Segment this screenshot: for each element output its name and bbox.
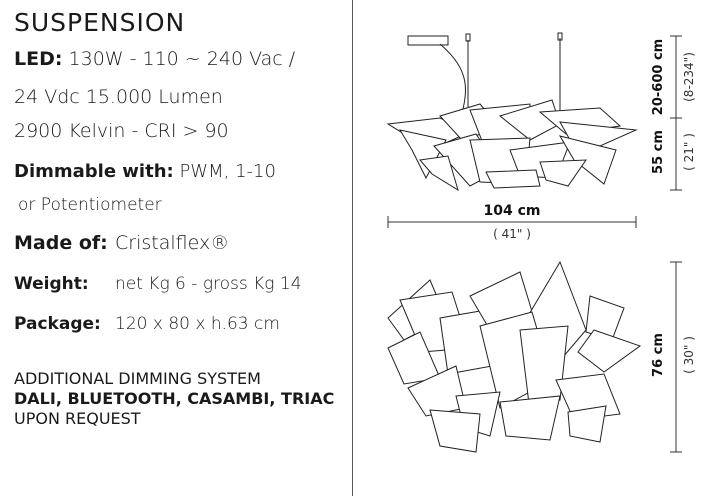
dimmable-label: Dimmable with:: [14, 161, 174, 182]
product-title: SUSPENSION: [14, 8, 186, 37]
led-spec-line1: LED: 130W - 110 ~ 240 Vac /: [14, 48, 295, 70]
top-view-fixture: [387, 260, 642, 453]
side-view-fixture: [386, 99, 638, 192]
additional-line1: ADDITIONAL DIMMING SYSTEM: [14, 369, 261, 388]
package-value: 120 x 80 x h.63 cm: [115, 314, 280, 334]
depth-in-label: ( 30" ): [682, 336, 696, 374]
led-value-line2: 24 Vdc 15.000 Lumen: [14, 86, 223, 108]
weight-row: Weight: net Kg 6 - gross Kg 14: [14, 274, 302, 294]
additional-line2: DALI, BLUETOOTH, CASAMBI, TRIAC: [14, 389, 335, 408]
column-divider: [352, 0, 353, 496]
dimmable-spec: Dimmable with: PWM, 1-10: [14, 161, 276, 182]
width-dimension-line: [387, 216, 637, 228]
height-cm-label: 55 cm: [651, 130, 666, 174]
led-value-line3: 2900 Kelvin - CRI > 90: [14, 120, 229, 142]
led-label: LED:: [14, 48, 63, 70]
weight-value: net Kg 6 - gross Kg 14: [115, 274, 302, 294]
dimmable-value: PWM, 1-10: [179, 161, 276, 182]
height-in-label: ( 21" ): [682, 133, 696, 171]
width-in-label: ( 41" ): [493, 227, 531, 241]
depth-cm-label: 76 cm: [651, 333, 666, 377]
height-dimension-line: [670, 35, 682, 453]
weight-label: Weight:: [14, 274, 89, 294]
additional-dimming: ADDITIONAL DIMMING SYSTEM DALI, BLUETOOT…: [14, 369, 344, 429]
led-value-line1: 130W - 110 ~ 240 Vac /: [68, 48, 296, 70]
cable-in-label: (8-234"): [682, 52, 696, 102]
made-of-value: Cristalflex®: [115, 232, 230, 254]
made-of-row: Made of: Cristalflex®: [14, 232, 229, 254]
cable-clip: [557, 32, 563, 41]
cable-cm-label: 20-600 cm: [651, 39, 666, 115]
canopy-icon: [407, 35, 449, 46]
additional-line3: UPON REQUEST: [14, 409, 141, 428]
made-of-label: Made of:: [14, 232, 108, 254]
package-label: Package:: [14, 314, 101, 334]
cable-clip: [465, 33, 471, 42]
width-cm-label: 104 cm: [484, 203, 541, 219]
package-row: Package: 120 x 80 x h.63 cm: [14, 314, 280, 334]
dimmable-line2: or Potentiometer: [18, 195, 162, 215]
